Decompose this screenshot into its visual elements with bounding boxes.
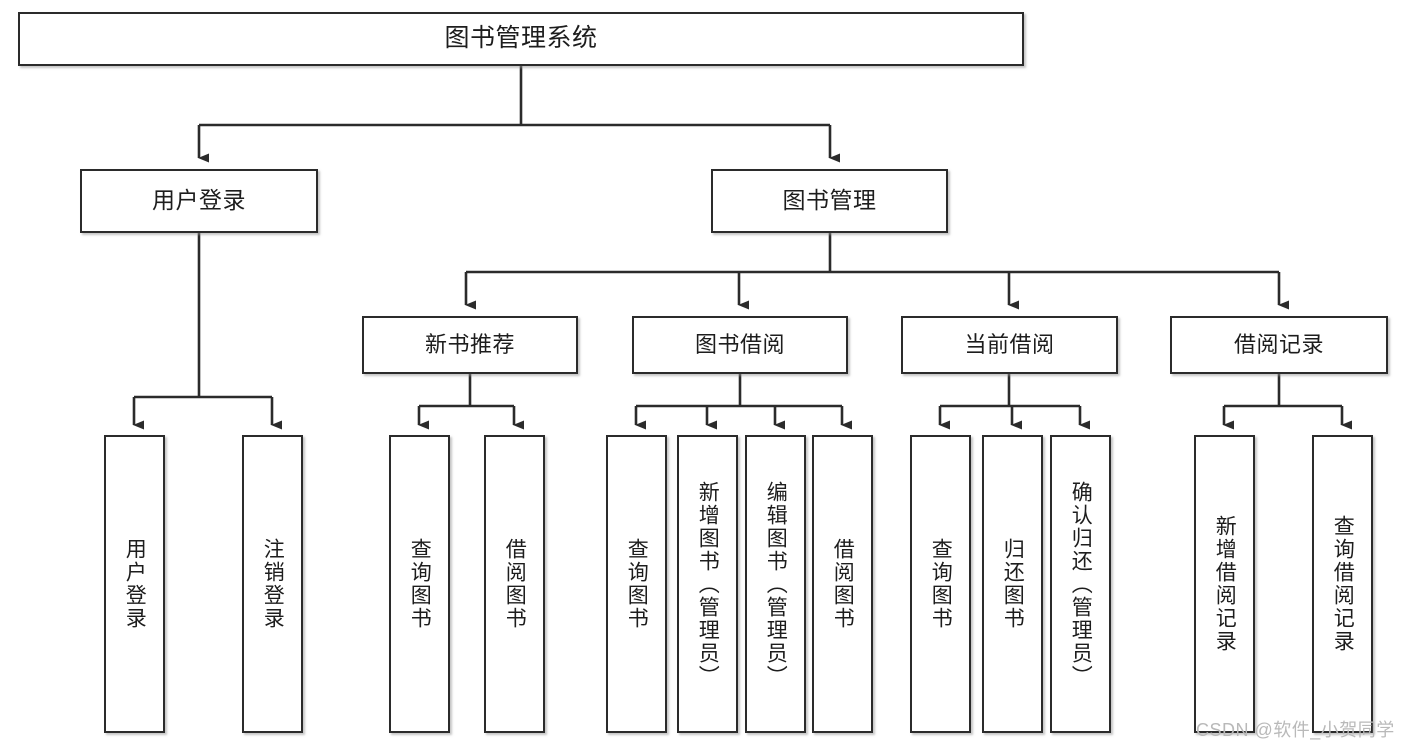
leaf-query-borrow-record[interactable]: 查询借阅记录 [1312, 435, 1373, 733]
leaf-query-book-borrow[interactable]: 查询图书 [606, 435, 667, 733]
node-new-book-recommend[interactable]: 新书推荐 [362, 316, 578, 374]
node-book-borrow[interactable]: 图书借阅 [632, 316, 848, 374]
node-label: 借阅图书 [831, 538, 855, 630]
node-label: 用户登录 [152, 187, 246, 214]
leaf-user-logout[interactable]: 注销登录 [242, 435, 303, 733]
node-label: 编辑图书（管理员） [764, 480, 788, 688]
leaf-query-book-current[interactable]: 查询图书 [910, 435, 971, 733]
node-label: 图书借阅 [694, 332, 785, 358]
node-label: 查询图书 [408, 538, 432, 630]
node-label: 当前借阅 [964, 332, 1055, 358]
leaf-confirm-return-admin[interactable]: 确认归还（管理员） [1050, 435, 1111, 733]
node-label: 新增借阅记录 [1213, 515, 1237, 653]
leaf-add-book-admin[interactable]: 新增图书（管理员） [677, 435, 738, 733]
node-label: 新增图书（管理员） [696, 480, 720, 688]
node-label: 注销登录 [261, 538, 285, 630]
leaf-return-book[interactable]: 归还图书 [982, 435, 1043, 733]
node-label: 新书推荐 [424, 332, 515, 358]
leaf-lend-book[interactable]: 借阅图书 [812, 435, 873, 733]
node-label: 归还图书 [1001, 538, 1025, 630]
watermark-text: CSDN @软件_小贺同学 [1196, 720, 1395, 740]
node-label: 查询图书 [929, 538, 953, 630]
node-book-management[interactable]: 图书管理 [711, 169, 948, 233]
node-label: 图书管理系统 [444, 24, 598, 53]
node-label: 查询借阅记录 [1331, 515, 1355, 653]
leaf-user-login[interactable]: 用户登录 [104, 435, 165, 733]
node-borrow-records[interactable]: 借阅记录 [1170, 316, 1388, 374]
leaf-edit-book-admin[interactable]: 编辑图书（管理员） [745, 435, 806, 733]
node-label: 确认归还（管理员） [1069, 480, 1093, 688]
node-current-borrow[interactable]: 当前借阅 [901, 316, 1118, 374]
node-book-management-system[interactable]: 图书管理系统 [18, 12, 1024, 66]
leaf-borrow-book-newrec[interactable]: 借阅图书 [484, 435, 545, 733]
node-label: 图书管理 [782, 187, 877, 214]
node-label: 用户登录 [123, 538, 147, 630]
node-user-login[interactable]: 用户登录 [80, 169, 318, 233]
leaf-add-borrow-record[interactable]: 新增借阅记录 [1194, 435, 1255, 733]
leaf-query-book-newrec[interactable]: 查询图书 [389, 435, 450, 733]
node-label: 查询图书 [625, 538, 649, 630]
node-label: 借阅记录 [1233, 332, 1324, 358]
node-label: 借阅图书 [503, 538, 527, 630]
